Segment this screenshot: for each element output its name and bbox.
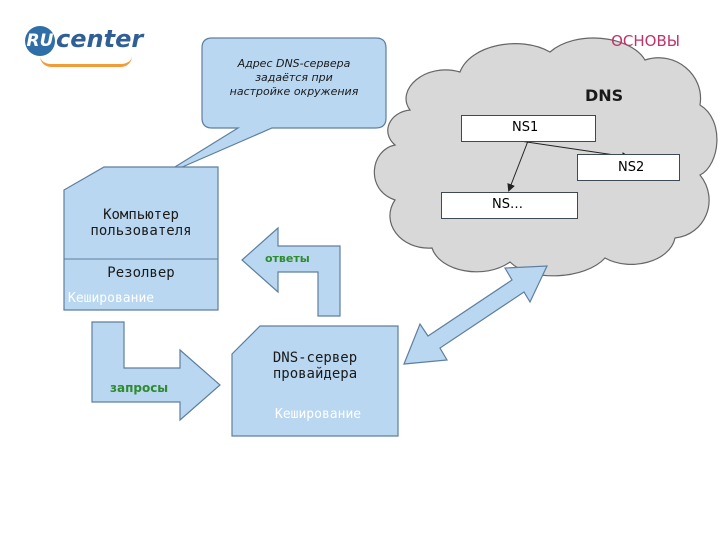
- user-caching-label: Кеширование: [68, 291, 155, 306]
- ns3-box: NS…: [441, 192, 578, 219]
- callout-line-1: Адрес DNS-сервера: [237, 57, 351, 70]
- queries-arrow: [91, 321, 221, 422]
- ns2-box: NS2: [577, 154, 680, 181]
- provider-server-line-2: провайдера: [272, 366, 358, 382]
- logo-text: center: [56, 25, 144, 53]
- queries-label: запросы: [110, 381, 169, 395]
- logo-mark: RU: [25, 26, 55, 56]
- ns1-to-ns3-line: [507, 140, 529, 192]
- provider-caching-label: Кеширование: [275, 407, 362, 422]
- user-computer-box: [63, 166, 219, 311]
- ns1-box: NS1: [461, 115, 596, 142]
- user-computer-label: Компьютер пользователя: [64, 207, 218, 239]
- resolver-label: Резолвер: [107, 265, 175, 281]
- user-computer-line-1: Компьютер: [103, 207, 179, 223]
- cloud-title: DNS: [585, 86, 624, 105]
- logo-swoosh-icon: [40, 56, 132, 67]
- callout-bubble: [156, 37, 387, 179]
- callout-line-2: задаётся при: [255, 71, 333, 84]
- double-arrow: [403, 265, 548, 365]
- ns2-label: NS2: [618, 160, 645, 175]
- provider-server-line-1: DNS-сервер: [272, 350, 358, 366]
- responses-arrow: [241, 226, 341, 317]
- responses-label: ответы: [265, 252, 310, 265]
- ns1-label: NS1: [512, 120, 539, 135]
- page-title: ОСНОВЫ: [611, 32, 680, 50]
- provider-server-box: [231, 325, 399, 437]
- provider-server-label: DNS-сервер провайдера: [232, 350, 398, 382]
- callout-text: Адрес DNS-сервера задаётся при настройке…: [208, 57, 380, 99]
- ns3-label: NS…: [492, 197, 523, 212]
- callout-line-3: настройке окружения: [229, 85, 359, 98]
- user-computer-line-2: пользователя: [90, 223, 192, 239]
